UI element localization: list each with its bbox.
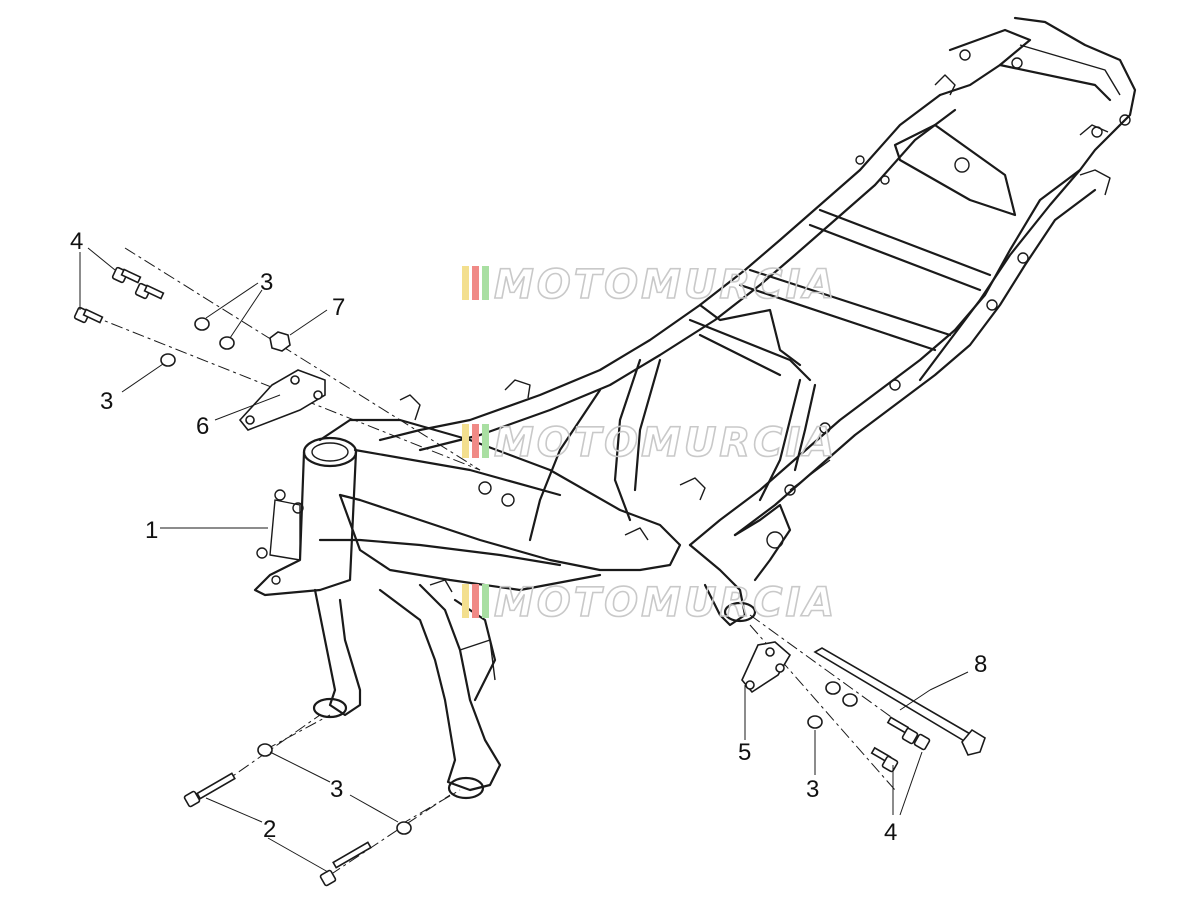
washer-icon <box>257 743 273 757</box>
callout-part-7: 7 <box>332 294 345 321</box>
watermark-top: MOTOMURCIA <box>462 261 837 309</box>
bolt-icon <box>73 306 104 324</box>
leader-lines <box>79 247 969 873</box>
watermark-text: MOTOMURCIA <box>494 580 837 626</box>
front-lower-mount-assembly <box>183 714 461 887</box>
callout-part-1: 1 <box>145 517 158 544</box>
washer-icon <box>807 715 823 729</box>
washer-icon <box>396 821 412 835</box>
callout-part-4-lower: 4 <box>884 819 897 846</box>
callout-part-8: 8 <box>974 651 987 678</box>
washer-icon <box>160 353 176 367</box>
callout-part-3-lower: 3 <box>330 776 343 803</box>
washer-icon <box>219 336 235 350</box>
watermark-text: MOTOMURCIA <box>494 262 837 308</box>
watermark-bottom: MOTOMURCIA <box>462 579 837 627</box>
callout-part-3-right: 3 <box>806 776 819 803</box>
bolt-icon <box>870 746 899 773</box>
callout-labels: 4 3 7 3 6 1 3 2 5 3 4 8 <box>70 228 987 846</box>
callout-part-3-upper-right: 3 <box>260 269 273 296</box>
bolt-icon <box>134 282 165 300</box>
callout-part-6: 6 <box>196 413 209 440</box>
watermark-text: MOTOMURCIA <box>494 420 837 466</box>
callout-part-5: 5 <box>738 739 751 766</box>
callout-part-3-upper-left: 3 <box>100 388 113 415</box>
callout-part-4-upper: 4 <box>70 228 83 255</box>
rear-mount-assembly <box>741 614 986 791</box>
washer-icon <box>194 317 210 331</box>
washer-icon <box>842 693 858 707</box>
bolt-icon <box>111 266 142 284</box>
long-bolt-icon <box>319 841 372 887</box>
motorcycle-frame <box>253 16 1137 800</box>
callout-part-2: 2 <box>263 816 276 843</box>
front-upper-mount-assembly <box>73 247 481 471</box>
washer-icon <box>825 681 841 695</box>
watermark-middle: MOTOMURCIA <box>462 419 837 467</box>
bolt-icon <box>886 716 931 751</box>
long-pin-bolt-icon <box>813 647 986 756</box>
mount-bracket-icon <box>238 369 326 431</box>
long-bolt-icon <box>183 772 236 808</box>
mount-bracket-icon <box>741 641 792 694</box>
nut-icon <box>269 331 291 352</box>
